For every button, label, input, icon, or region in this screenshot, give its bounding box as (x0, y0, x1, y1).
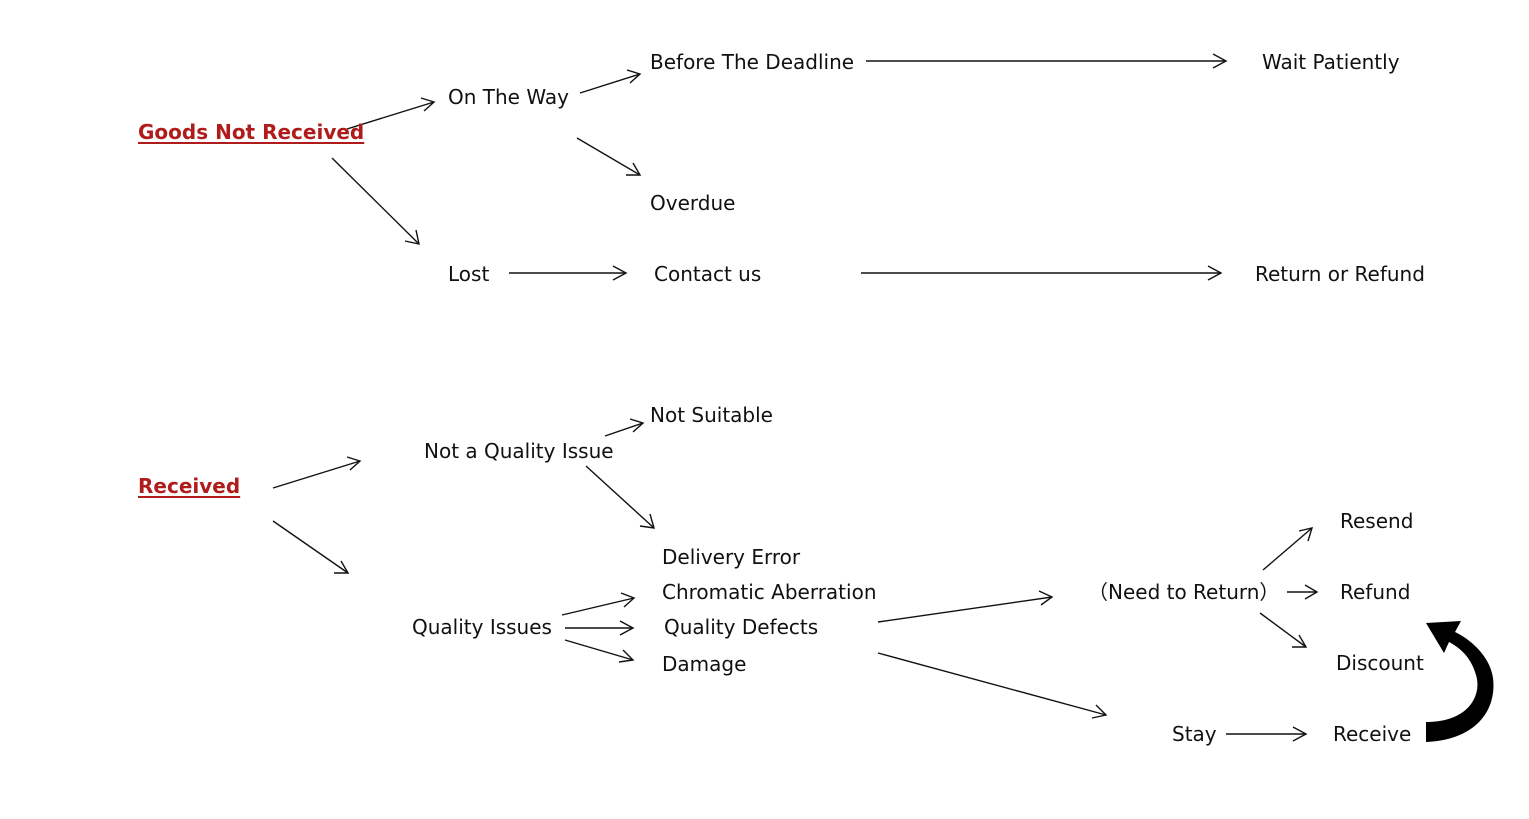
arrow-quality-to-chromatic (561, 592, 636, 616)
arrow-ontheway-to-overdue (576, 137, 642, 176)
node-need-to-return: （Need to Return） (1088, 580, 1280, 604)
arrow-notquality-to-notsuitable (604, 418, 645, 437)
arrow-received-to-notquality (272, 456, 362, 489)
arrow-defects-to-needreturn (877, 590, 1054, 623)
node-before-the-deadline: Before The Deadline (650, 50, 855, 74)
node-discount: Discount (1336, 651, 1424, 675)
arrow-needreturn-to-discount (1259, 612, 1308, 648)
arrow-received-to-qualityissues (272, 520, 350, 574)
arrow-damage-to-stay (877, 652, 1108, 719)
arrow-quality-to-damage (564, 639, 635, 663)
node-receive: Receive (1333, 722, 1412, 746)
arrow-needreturn-to-resend (1262, 527, 1314, 571)
node-overdue: Overdue (650, 191, 736, 215)
curved-return-arrow (1426, 621, 1494, 742)
node-not-a-quality-issue: Not a Quality Issue (424, 439, 614, 463)
node-contact-us: Contact us (654, 262, 762, 286)
node-refund: Refund (1340, 580, 1411, 604)
arrow-lost-to-contact (509, 265, 628, 281)
arrow-goods-to-lost (331, 157, 420, 245)
node-lost: Lost (448, 262, 490, 286)
arrow-notquality-to-delivery (585, 465, 655, 529)
arrow-contact-to-return (861, 265, 1223, 281)
node-on-the-way: On The Way (448, 85, 569, 109)
arrow-goods-to-ontheway (346, 97, 436, 130)
node-return-or-refund: Return or Refund (1255, 262, 1425, 286)
arrow-needreturn-to-refund (1287, 584, 1319, 600)
arrow-stay-to-receive (1226, 726, 1308, 742)
node-quality-defects: Quality Defects (664, 615, 819, 639)
heading-goods-not-received: Goods Not Received (138, 120, 365, 144)
node-wait-patiently: Wait Patiently (1262, 50, 1400, 74)
heading-received: Received (138, 474, 241, 498)
node-resend: Resend (1340, 509, 1414, 533)
node-not-suitable: Not Suitable (650, 403, 773, 427)
node-damage: Damage (662, 652, 747, 676)
node-chromatic-aberration: Chromatic Aberration (662, 580, 877, 604)
node-delivery-error: Delivery Error (662, 545, 801, 569)
arrow-ontheway-to-deadline (579, 69, 642, 94)
arrow-quality-to-defects (565, 620, 635, 636)
node-quality-issues: Quality Issues (412, 615, 552, 639)
node-stay: Stay (1172, 722, 1217, 746)
arrow-deadline-to-wait (866, 53, 1228, 69)
